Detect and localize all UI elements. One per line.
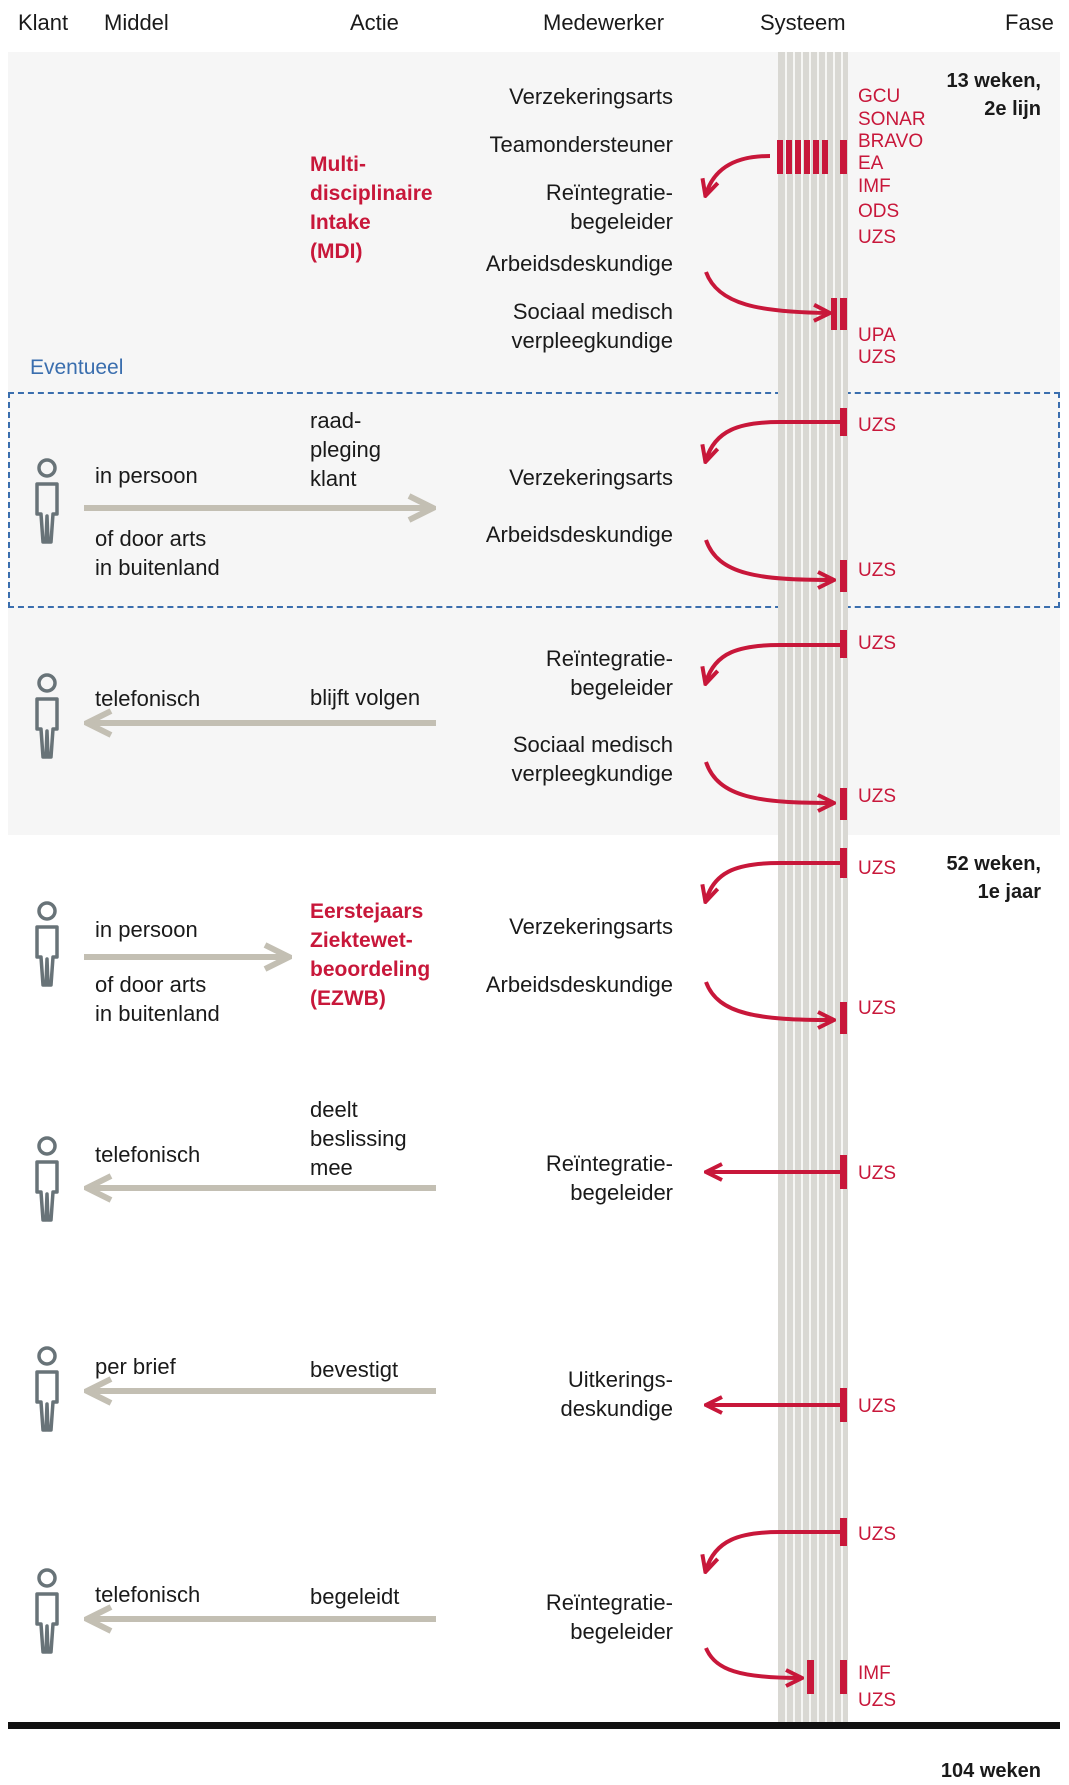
phase-band-2e-lijn	[8, 52, 1060, 835]
system-markers	[777, 140, 847, 1694]
action-mdi: Multi- disciplinaire Intake (MDI)	[310, 153, 433, 263]
staff-teamondersteuner: Teamondersteuner	[489, 132, 673, 157]
means-telefonisch: telefonisch	[95, 686, 201, 711]
means-in-persoon: in persoon	[95, 463, 198, 488]
eventueel-box	[8, 392, 1060, 608]
staff-verzekeringsarts: Verzekeringsarts	[509, 84, 673, 109]
system-uzs: UZS	[858, 415, 896, 436]
person-icon	[35, 458, 59, 544]
staff-reintegratiebegeleider: Reïntegratie- begeleider	[545, 1151, 673, 1205]
timeline-end-bar	[8, 1722, 1060, 1729]
means-telefonisch: telefonisch	[95, 1582, 201, 1607]
means-telefonisch: telefonisch	[95, 1142, 201, 1167]
header-middel: Middel	[104, 10, 169, 35]
staff-arbeidsdeskundige: Arbeidsdeskundige	[485, 251, 673, 276]
staff-reintegratiebegeleider: Reïntegratie- begeleider	[545, 180, 673, 234]
staff-verzekeringsarts: Verzekeringsarts	[509, 914, 673, 939]
staff-reintegratiebegeleider: Reïntegratie- begeleider	[545, 646, 673, 700]
system-bravo: BRAVO	[858, 131, 924, 152]
system-imf: IMF	[858, 1663, 891, 1684]
action-blijft-volgen: blijft volgen	[310, 685, 421, 710]
system-uzs: UZS	[858, 347, 896, 368]
person-icon	[35, 1346, 59, 1432]
system-uzs: UZS	[858, 1396, 896, 1417]
system-upa: UPA	[858, 325, 896, 346]
system-ea: EA	[858, 153, 884, 174]
system-uzs: UZS	[858, 1163, 896, 1184]
system-sonar: SONAR	[858, 109, 926, 130]
staff-arbeidsdeskundige: Arbeidsdeskundige	[485, 522, 673, 547]
system-ods: ODS	[858, 201, 900, 222]
phase-104-weken: 104 weken	[940, 1760, 1041, 1782]
action-begeleidt: begeleidt	[310, 1584, 400, 1609]
staff-smv: Sociaal medisch verpleegkundige	[511, 732, 673, 786]
action-ezwb: Eerstejaars Ziektewet- beoordeling (EZWB…	[310, 900, 431, 1010]
means-per-brief: per brief	[95, 1354, 176, 1379]
header-medewerker: Medewerker	[543, 10, 665, 35]
header-actie: Actie	[350, 10, 399, 35]
action-deelt-beslissing: deelt beslissing mee	[310, 1097, 407, 1180]
person-icon	[35, 1136, 59, 1222]
system-uzs: UZS	[858, 560, 896, 581]
means-door-arts-buitenland: of door arts in buitenland	[95, 526, 220, 580]
means-door-arts-buitenland: of door arts in buitenland	[95, 972, 220, 1026]
system-uzs: UZS	[858, 858, 896, 879]
system-uzs: UZS	[858, 1524, 896, 1545]
header-fase: Fase	[1005, 10, 1054, 35]
system-uzs: UZS	[858, 227, 896, 248]
staff-reintegratiebegeleider: Reïntegratie- begeleider	[545, 1590, 673, 1644]
system-uzs: UZS	[858, 786, 896, 807]
person-icon	[35, 673, 59, 759]
system-uzs: UZS	[858, 998, 896, 1019]
staff-smv: Sociaal medisch verpleegkundige	[511, 299, 673, 353]
system-uzs: UZS	[858, 1690, 896, 1711]
gray-arrows	[84, 508, 436, 1619]
phase-13-weken: 13 weken, 2e lijn	[946, 70, 1041, 120]
red-arrows	[706, 154, 840, 1678]
staff-arbeidsdeskundige: Arbeidsdeskundige	[485, 972, 673, 997]
eventueel-label: Eventueel	[30, 356, 124, 379]
phase-52-weken: 52 weken, 1e jaar	[946, 853, 1041, 903]
person-icon	[35, 1568, 59, 1654]
means-in-persoon: in persoon	[95, 917, 198, 942]
header-systeem: Systeem	[760, 10, 846, 35]
action-bevestigt: bevestigt	[310, 1357, 399, 1382]
staff-verzekeringsarts: Verzekeringsarts	[509, 465, 673, 490]
system-gcu: GCU	[858, 86, 901, 107]
staff-uitkeringsdeskundige: Uitkerings- deskundige	[560, 1367, 673, 1421]
system-imf: IMF	[858, 176, 891, 197]
system-uzs: UZS	[858, 633, 896, 654]
header-klant: Klant	[18, 10, 69, 35]
person-icon	[35, 901, 59, 987]
action-raadpleging: raad- pleging klant	[310, 408, 381, 491]
